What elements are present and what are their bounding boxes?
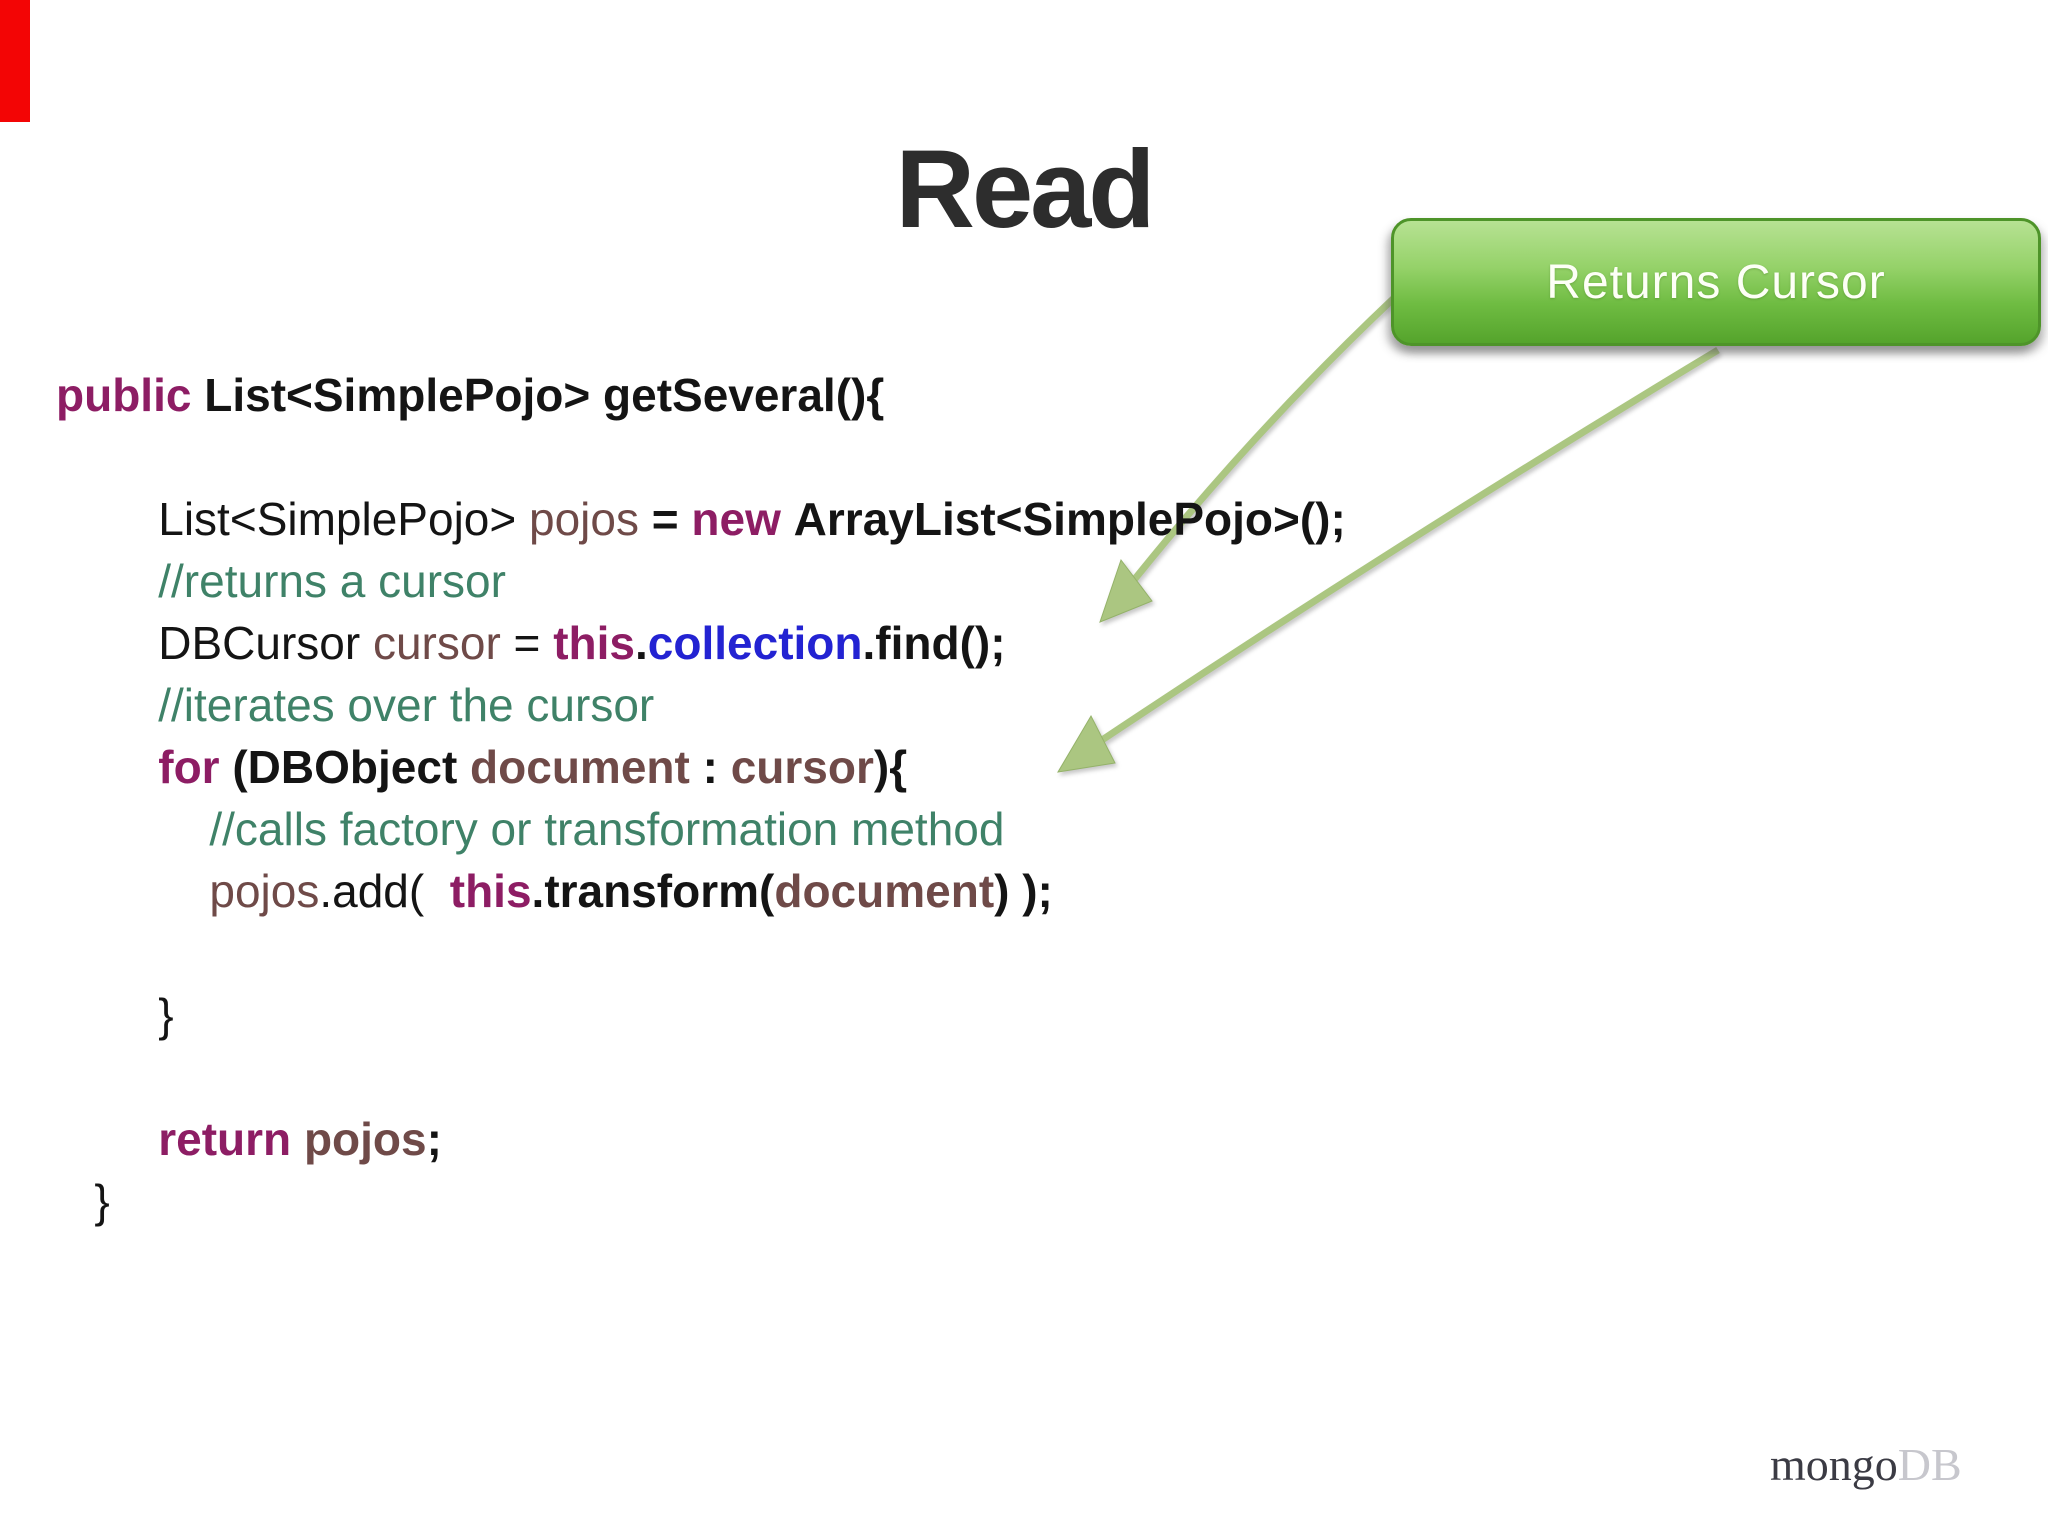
code-token: List<SimplePojo> getSeveral(){ bbox=[204, 369, 885, 421]
code-token: : bbox=[689, 741, 731, 793]
code-token: this bbox=[449, 865, 532, 917]
code-token: cursor bbox=[730, 741, 874, 793]
code-token: for bbox=[158, 741, 233, 793]
code-token: = bbox=[500, 617, 554, 669]
code-line: List<SimplePojo> pojos = new ArrayList<S… bbox=[56, 488, 1346, 550]
code-token bbox=[56, 493, 158, 545]
code-token: DBCursor bbox=[158, 617, 373, 669]
code-line: pojos.add( this.transform(document) ); bbox=[56, 860, 1346, 922]
code-token: pojos bbox=[529, 493, 639, 545]
page-title: Read bbox=[895, 128, 1156, 251]
code-line bbox=[56, 1046, 1346, 1108]
logo-text-mongo: mongo bbox=[1770, 1439, 1898, 1490]
code-token: ){ bbox=[873, 741, 908, 793]
code-line: } bbox=[56, 984, 1346, 1046]
code-line: //iterates over the cursor bbox=[56, 674, 1346, 736]
code-token: //calls factory or transformation method bbox=[56, 803, 1005, 855]
code-line: //calls factory or transformation method bbox=[56, 798, 1346, 860]
code-token bbox=[56, 865, 209, 917]
code-line bbox=[56, 922, 1346, 984]
code-token: this bbox=[553, 617, 635, 669]
code-token: .add( bbox=[319, 865, 450, 917]
code-token: ; bbox=[426, 1113, 442, 1165]
code-token: cursor bbox=[372, 617, 501, 669]
code-token: pojos bbox=[209, 865, 320, 917]
code-token: //returns a cursor bbox=[56, 555, 506, 607]
code-token bbox=[56, 741, 158, 793]
code-token: ArrayList<SimplePojo>(); bbox=[793, 493, 1346, 545]
code-token: . bbox=[635, 617, 648, 669]
code-token: = bbox=[638, 493, 692, 545]
code-line: for (DBObject document : cursor){ bbox=[56, 736, 1346, 798]
code-token: ) ); bbox=[994, 865, 1053, 917]
code-token: pojos bbox=[303, 1113, 427, 1165]
code-token bbox=[781, 493, 794, 545]
code-token: new bbox=[691, 493, 781, 545]
code-token: .transform( bbox=[531, 865, 775, 917]
code-token: } bbox=[56, 989, 174, 1041]
code-token bbox=[56, 617, 158, 669]
code-token bbox=[56, 1113, 158, 1165]
returns-cursor-callout: Returns Cursor bbox=[1391, 218, 2041, 346]
code-token: } bbox=[56, 1175, 110, 1227]
mongodb-logo: mongoDB bbox=[1770, 1438, 1962, 1491]
logo-text-db: DB bbox=[1897, 1439, 1962, 1490]
code-token: collection bbox=[647, 617, 863, 669]
code-token: document bbox=[774, 865, 995, 917]
code-token: (DBObject bbox=[232, 741, 471, 793]
code-line: return pojos; bbox=[56, 1108, 1346, 1170]
code-token: //iterates over the cursor bbox=[56, 679, 655, 731]
red-corner-bar bbox=[0, 0, 30, 122]
code-block: public List<SimplePojo> getSeveral(){ Li… bbox=[56, 364, 1346, 1232]
code-line: public List<SimplePojo> getSeveral(){ bbox=[56, 364, 1346, 426]
code-line bbox=[56, 426, 1346, 488]
code-token: List<SimplePojo> bbox=[158, 493, 530, 545]
code-token: document bbox=[470, 741, 690, 793]
code-line: //returns a cursor bbox=[56, 550, 1346, 612]
code-line: } bbox=[56, 1170, 1346, 1232]
callout-label: Returns Cursor bbox=[1546, 255, 1886, 309]
code-line: DBCursor cursor = this.collection.find()… bbox=[56, 612, 1346, 674]
code-token: return bbox=[158, 1113, 304, 1165]
code-token: .find(); bbox=[862, 617, 1006, 669]
code-token: public bbox=[56, 369, 205, 421]
